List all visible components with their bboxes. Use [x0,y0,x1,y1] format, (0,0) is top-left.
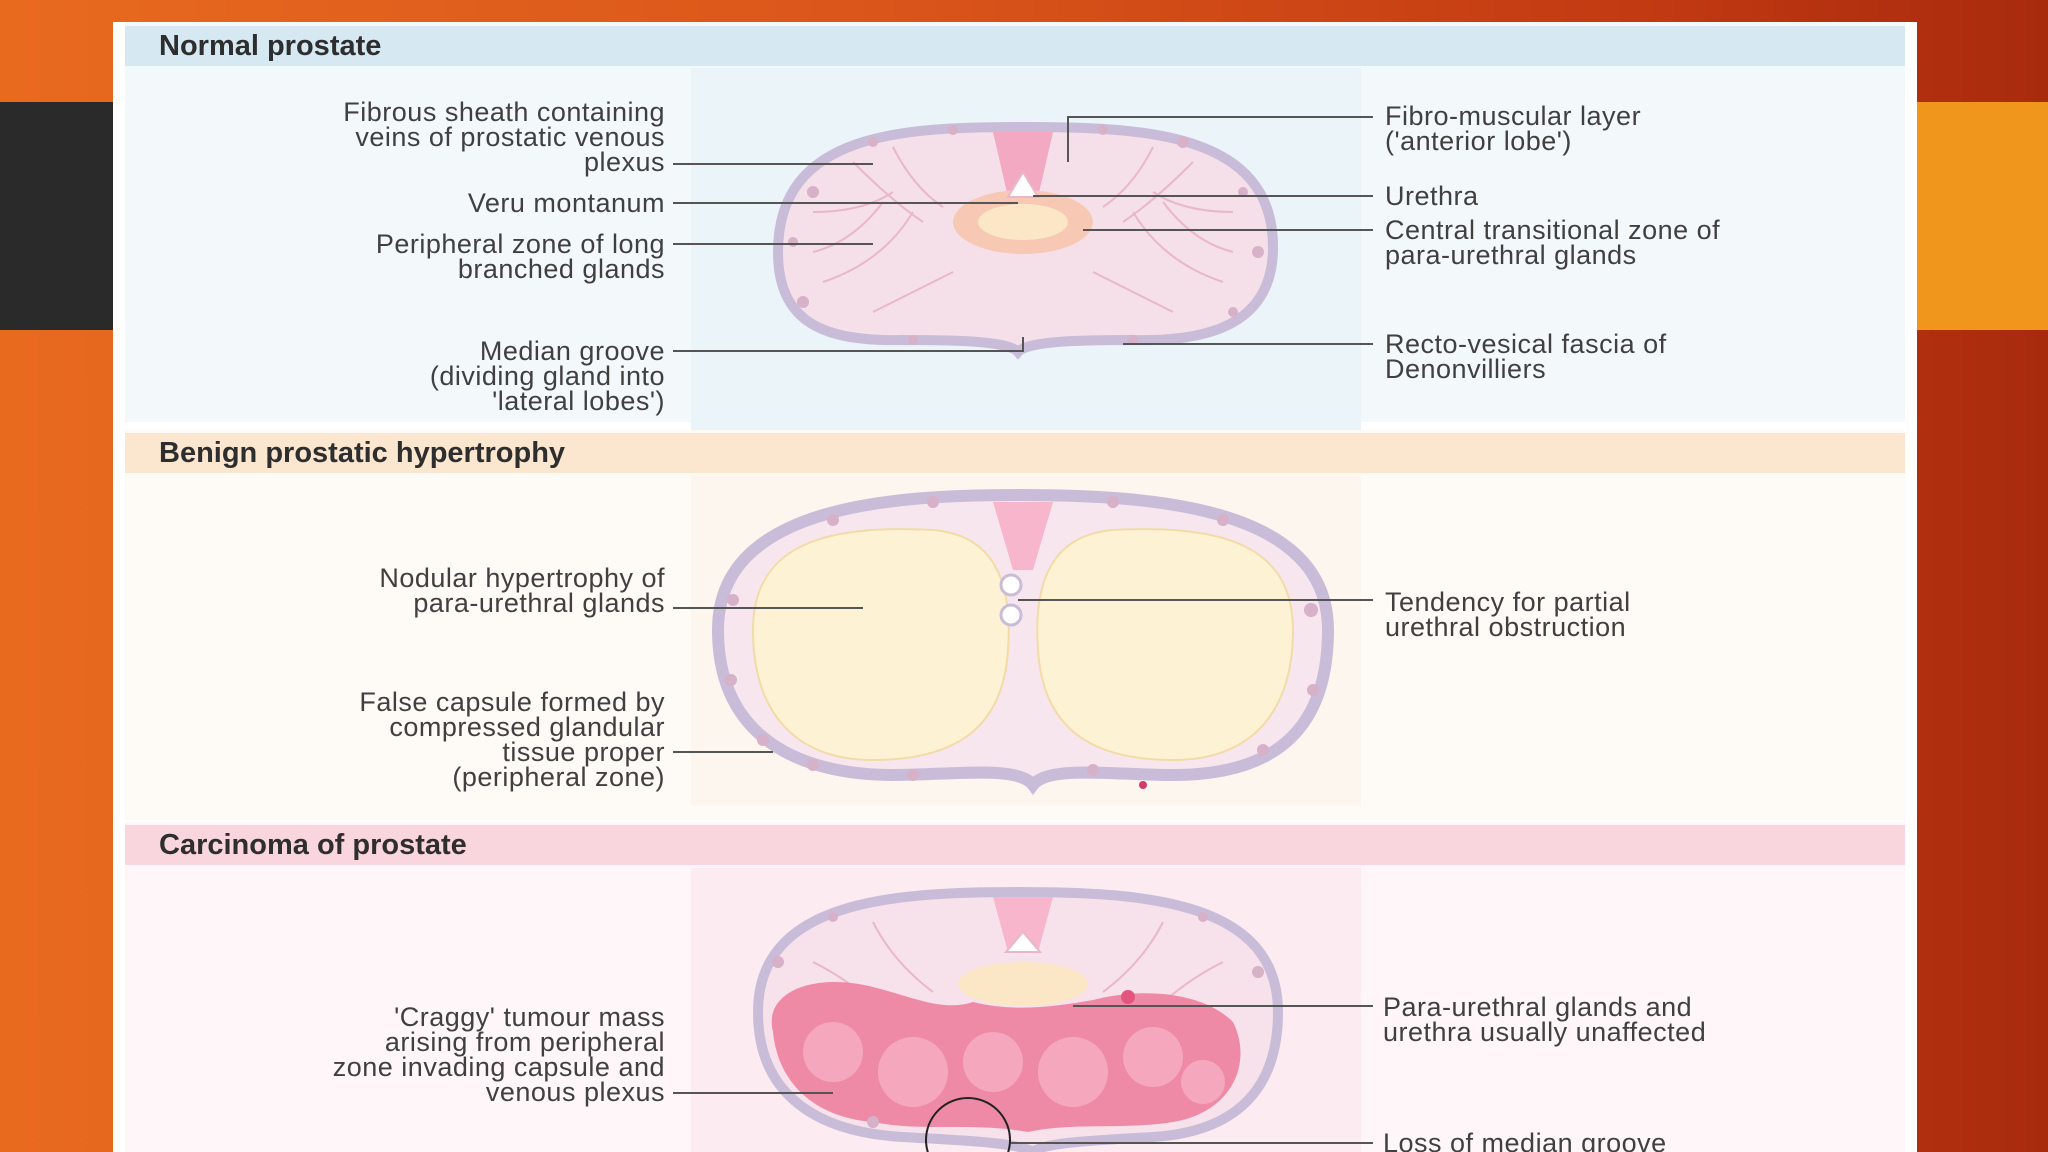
bph-nodules [751,528,1295,762]
median-groove-marker [925,1097,1011,1152]
label-urethral-obstruction: Tendency for partial urethral obstructio… [1385,587,1631,642]
carcinoma-urethra [1003,930,1043,953]
normal-fibromuscular [993,132,1053,197]
panel-normal-title: Normal prostate [125,26,1905,66]
panel-bph: Benign prostatic hypertrophy [113,430,1917,820]
label-fibrous-sheath: Fibrous sheath containing veins of prost… [343,97,665,177]
label-fibromuscular: Fibro-muscular layer ('anterior lobe') [1385,101,1642,156]
label-false-capsule: False capsule formed by compressed gland… [359,687,665,792]
normal-glands [812,146,1234,313]
label-veru-montanum: Veru montanum [467,188,665,218]
panel-normal: Normal prostate [113,22,1917,438]
bph-prostate-diagram [673,488,1373,795]
carcinoma-paraurethral-glands [958,962,1088,1006]
carcinoma-veins [772,912,1264,1128]
label-fascia: Recto-vesical fascia of Denonvilliers [1385,329,1667,384]
normal-urethra [1006,170,1040,198]
normal-leader-lines [673,116,1373,352]
label-peripheral-zone: Peripheral zone of long branched glands [375,229,665,284]
label-median-groove: Median groove (dividing gland into 'late… [429,336,665,416]
carcinoma-prostate-diagram [673,886,1373,1152]
panel-carcinoma: Carcinoma of prostate [113,822,1917,1152]
bph-anterior [993,502,1053,570]
bph-urethra [999,573,1023,627]
label-craggy-tumour: 'Craggy' tumour mass arising from periph… [332,1002,665,1107]
normal-prostate-diagram [673,116,1373,360]
bph-leader-lines [673,599,1373,753]
panel-carcinoma-title: Carcinoma of prostate [125,825,1905,865]
label-paraurethral-unaffected: Para-urethral glands and urethra usually… [1383,992,1707,1047]
normal-veins [788,125,1264,345]
label-central-zone: Central transitional zone of para-urethr… [1385,215,1721,270]
bph-veins [725,496,1319,789]
slide-accent-dark [0,102,113,330]
label-median-groove-loss: Loss of median groove [1383,1128,1667,1152]
label-urethra: Urethra [1385,181,1479,211]
slide-accent-orange [1917,102,2048,330]
label-nodular-hypertrophy: Nodular hypertrophy of para-urethral gla… [379,563,665,618]
prostate-figure: Normal prostate [113,22,1917,1152]
panel-bph-title: Benign prostatic hypertrophy [125,433,1905,473]
carcinoma-leader-lines [673,1005,1373,1144]
carcinoma-anterior [993,897,1053,952]
carcinoma-tumour-lobules [803,1022,1225,1107]
